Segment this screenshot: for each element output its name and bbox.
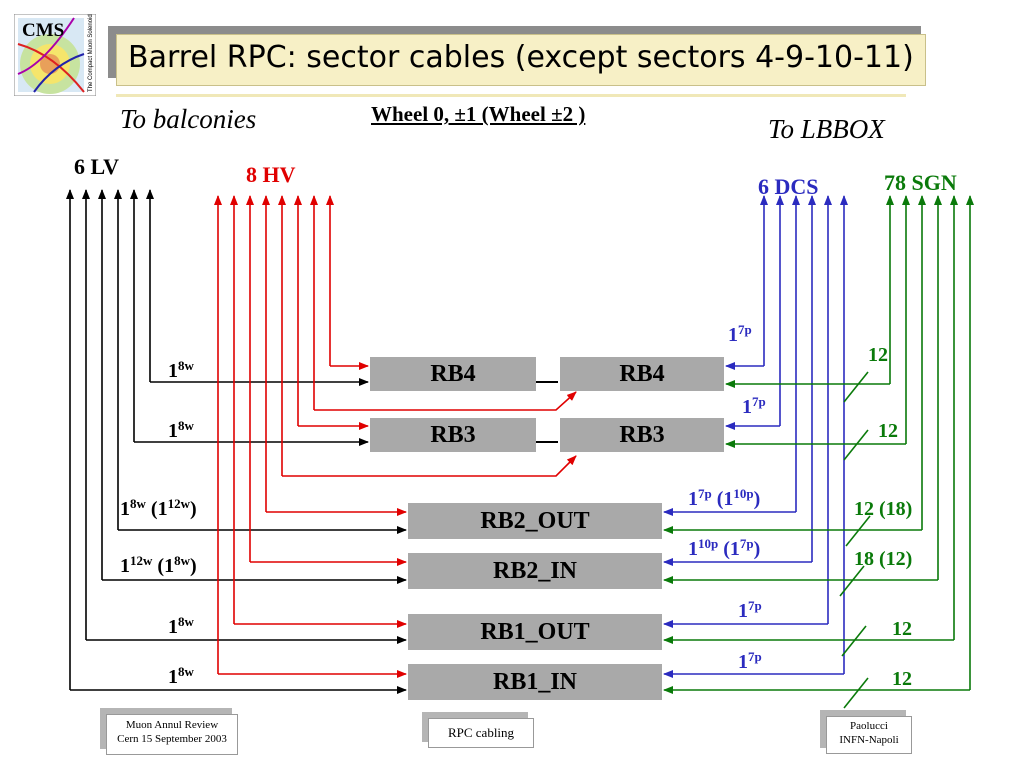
dcs-label-rb4: 17p bbox=[728, 322, 752, 346]
chamber-rb3-left: RB3 bbox=[370, 418, 536, 452]
cms-logo: CMS The Compact Muon Solenoid bbox=[13, 13, 97, 97]
chamber-rb4-right: RB4 bbox=[560, 357, 724, 391]
page-title: Barrel RPC: sector cables (except sector… bbox=[128, 40, 914, 75]
hv-group-label: 8 HV bbox=[246, 162, 296, 187]
footer-institute: INFN-Napoli bbox=[839, 734, 899, 746]
lv-label-rb1out: 18w bbox=[168, 614, 194, 638]
lv-label-rb1in: 18w bbox=[168, 664, 194, 688]
dcs-label-rb1out: 17p bbox=[738, 598, 762, 622]
lv-label-rb3: 18w bbox=[168, 418, 194, 442]
lv-cables bbox=[66, 189, 407, 694]
lv-group-label: 6 LV bbox=[74, 154, 120, 179]
dcs-label-rb3: 17p bbox=[742, 394, 766, 418]
title-underline bbox=[116, 94, 906, 97]
lv-label-rb2out: 18w (112w) bbox=[120, 496, 197, 520]
sgn-label-rb3: 12 bbox=[878, 420, 898, 442]
lv-label-rb2in: 112w (18w) bbox=[120, 553, 197, 577]
title-bar bbox=[116, 34, 926, 86]
heading-to-lbbox: To LBBOX bbox=[768, 114, 885, 144]
dcs-cables bbox=[663, 195, 848, 678]
sgn-label-rb4: 12 bbox=[868, 344, 888, 366]
sgn-group-label: 78 SGN bbox=[884, 170, 957, 195]
footer-right: Paolucci INFN-Napoli bbox=[826, 716, 912, 754]
heading-wheel: Wheel 0, ±1 (Wheel ±2 ) bbox=[371, 102, 586, 126]
sgn-label-rb1out: 12 bbox=[892, 618, 912, 640]
heading-to-balconies: To balconies bbox=[120, 104, 257, 134]
dcs-label-rb2in: 110p (17p) bbox=[688, 536, 761, 560]
footer-date: Cern 15 September 2003 bbox=[117, 733, 227, 745]
dcs-label-rb2out: 17p (110p) bbox=[688, 486, 761, 510]
footer-left: Muon Annul Review Cern 15 September 2003 bbox=[106, 714, 238, 755]
cms-logo-text: CMS bbox=[22, 20, 64, 41]
chamber-rb1-in: RB1_IN bbox=[408, 664, 662, 700]
chamber-rb1-out: RB1_OUT bbox=[408, 614, 662, 650]
sgn-label-rb1in: 12 bbox=[892, 668, 912, 690]
cms-logo-side-text: The Compact Muon Solenoid bbox=[88, 14, 94, 92]
chamber-rb2-in: RB2_IN bbox=[408, 553, 662, 589]
chamber-rb2-out: RB2_OUT bbox=[408, 503, 662, 539]
sgn-label-rb2in: 18 (12) bbox=[854, 548, 913, 570]
dcs-group-label: 6 DCS bbox=[758, 174, 819, 199]
hv-cables bbox=[214, 195, 577, 678]
chamber-rb3-right: RB3 bbox=[560, 418, 724, 452]
footer-event: Muon Annul Review bbox=[125, 719, 219, 731]
sgn-cables bbox=[663, 195, 974, 709]
lv-label-rb4: 18w bbox=[168, 358, 194, 382]
footer-center: RPC cabling bbox=[428, 718, 534, 748]
chamber-rb4-left: RB4 bbox=[370, 357, 536, 391]
footer-author: Paolucci bbox=[850, 720, 888, 732]
sgn-label-rb2out: 12 (18) bbox=[854, 498, 913, 520]
dcs-label-rb1in: 17p bbox=[738, 649, 762, 673]
